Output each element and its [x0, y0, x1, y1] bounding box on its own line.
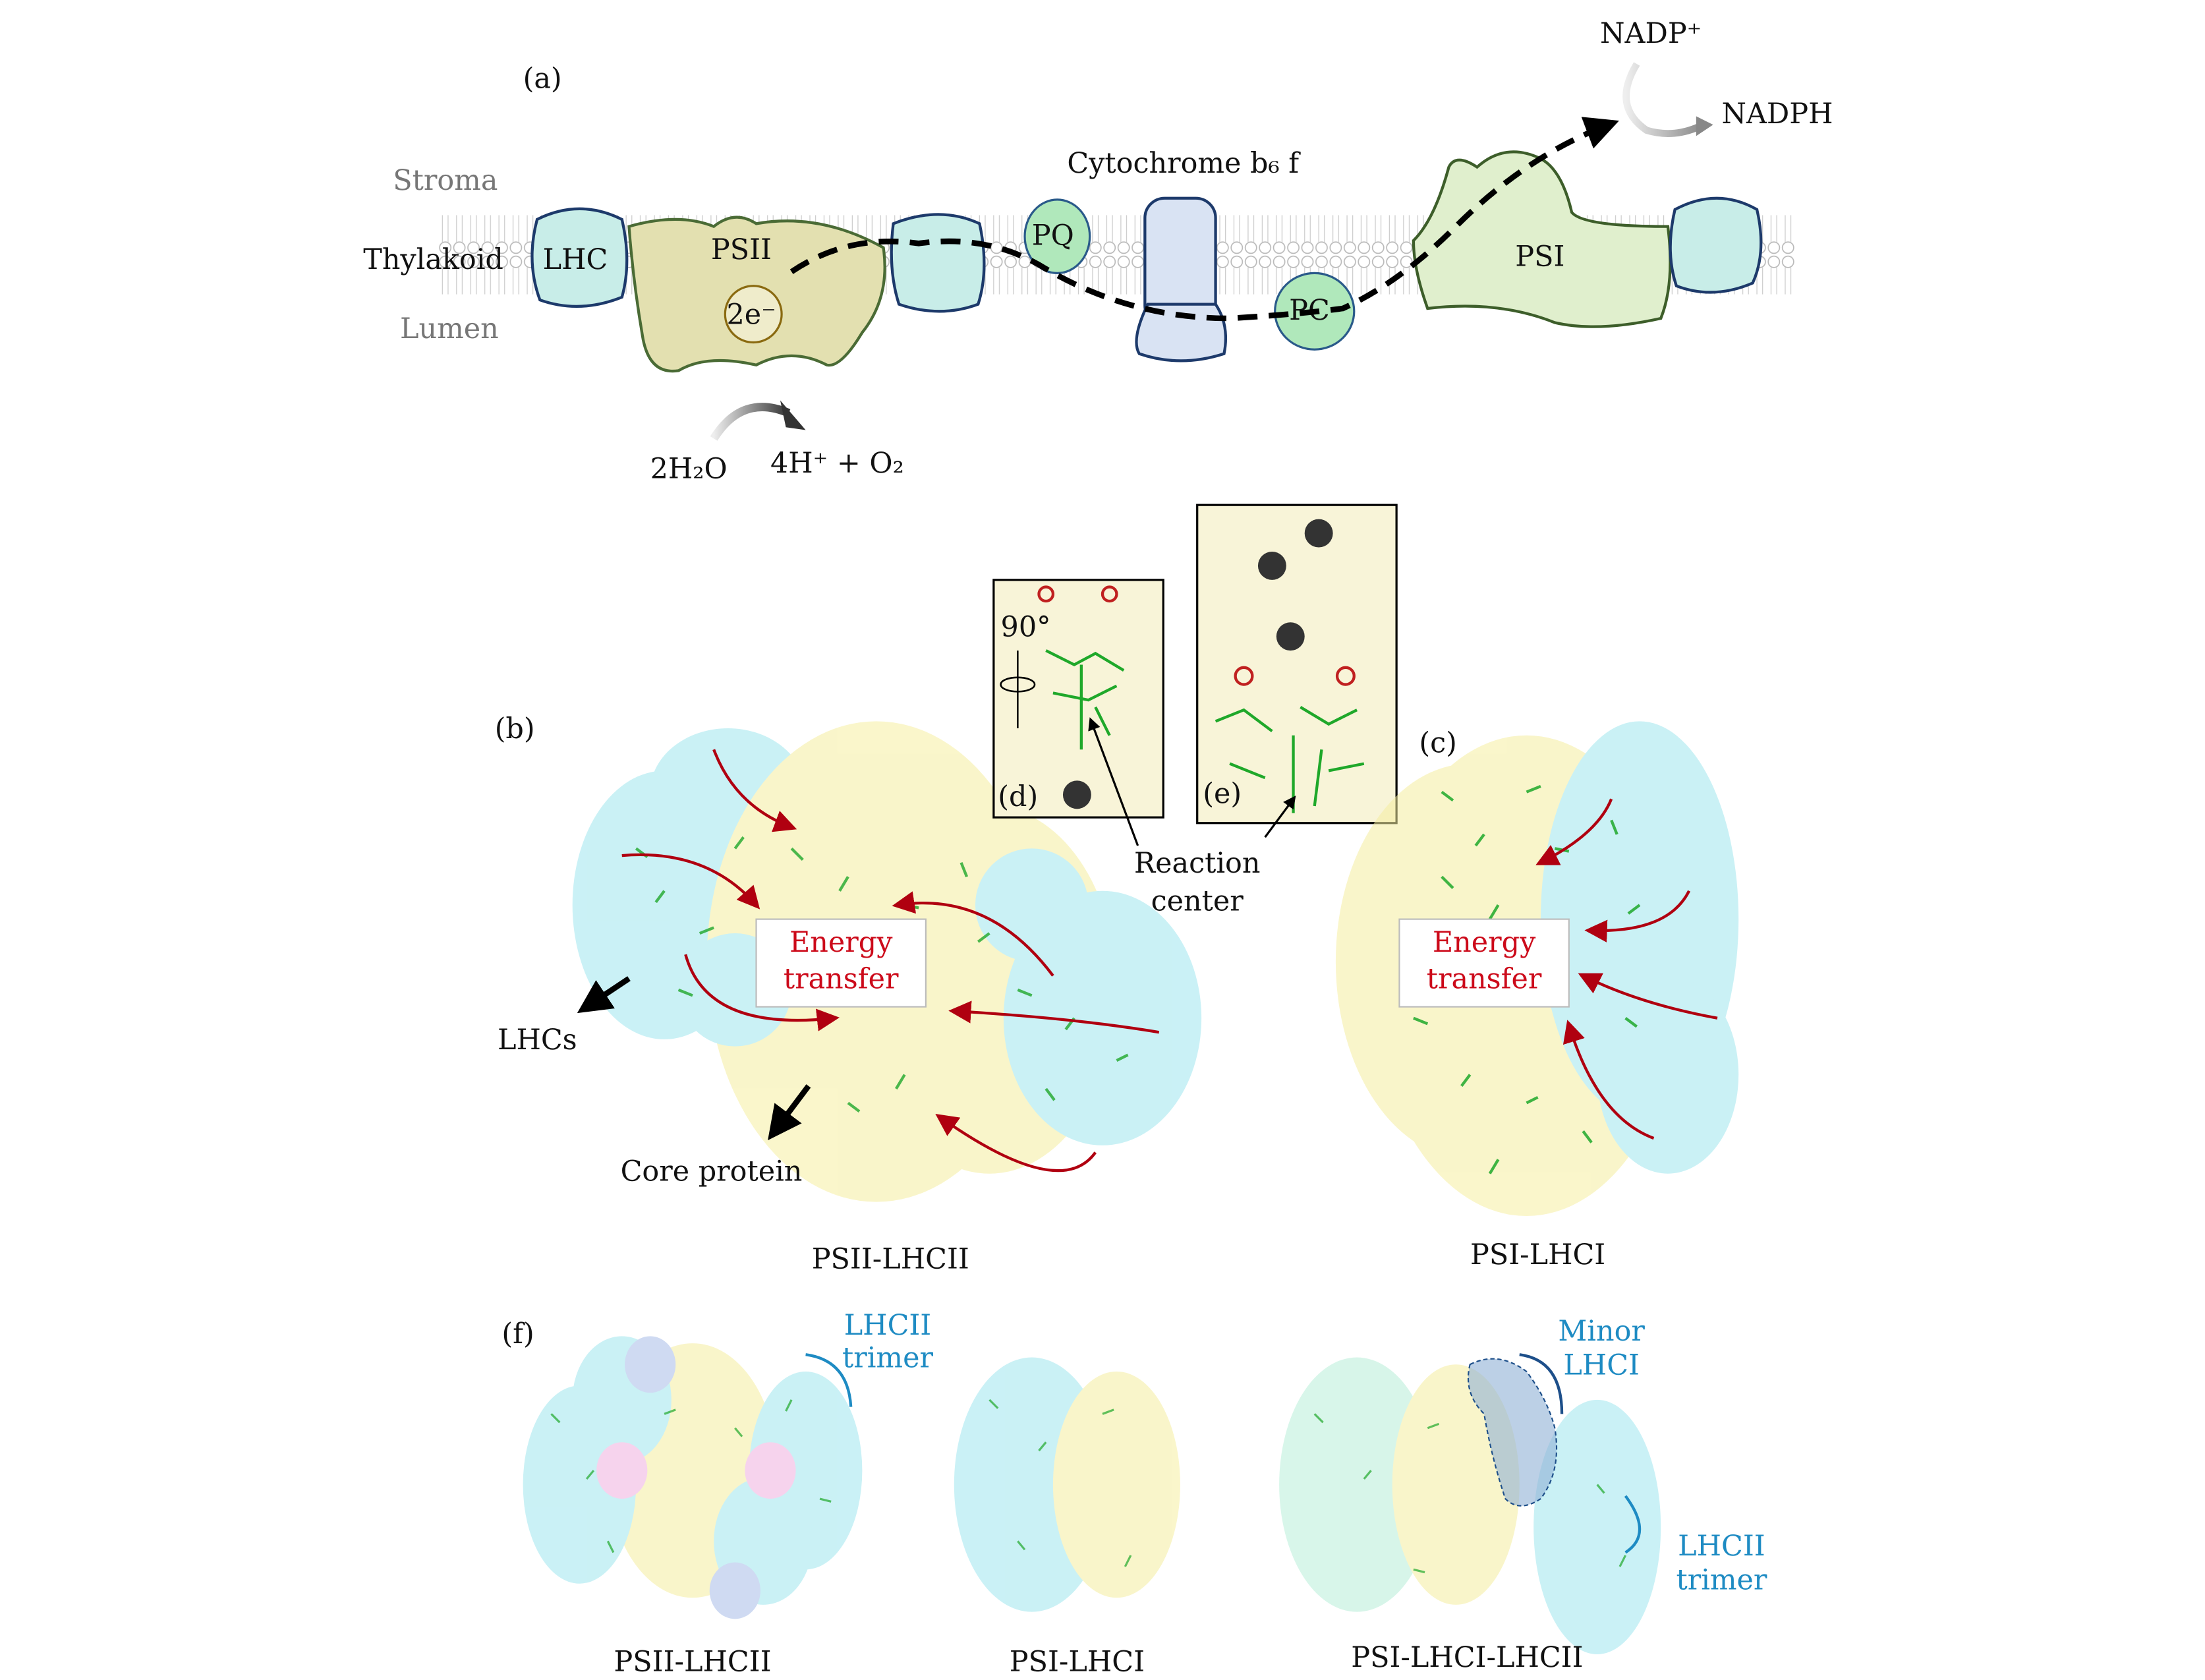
f-psii-lhcii-structure	[523, 1336, 863, 1619]
inset-e-pigments	[1215, 706, 1365, 813]
f-caption-psi-lhci-lhcii: PSI-LHCI-LHCII	[1351, 1641, 1583, 1674]
lhcii-trimer-2-line1: LHCII	[1678, 1530, 1765, 1563]
water-arrowhead	[780, 400, 806, 430]
nadph-label: NADPH	[1721, 98, 1833, 130]
inset-d-pigments	[1045, 649, 1125, 750]
inset-e-red-ring-2	[1335, 666, 1356, 686]
lhcii-trimer-1-line2: trimer	[842, 1342, 933, 1375]
electron-transport-path	[789, 117, 1619, 322]
lhcs-label: LHCs	[498, 1024, 577, 1057]
cytochrome-label: Cytochrome b₆ f	[1067, 147, 1301, 180]
reaction-center-pointer-d	[1088, 717, 1139, 846]
psii-label: PSII	[711, 233, 772, 266]
panel-a-label: (a)	[523, 62, 562, 95]
inset-e-frame	[1196, 504, 1398, 825]
lhcii-trimer-2-line2: trimer	[1676, 1563, 1767, 1596]
panel-c: (c) Energy transfer PSI-LHCI	[1335, 721, 1739, 1271]
panel-b: (b) Energy transfer LHCs Core protein	[495, 712, 1202, 1275]
psii-lhcii-caption: PSII-LHCII	[812, 1242, 969, 1275]
inset-d-quinone	[1062, 780, 1091, 809]
lhcii-trimer-bracket-2	[1624, 1495, 1642, 1554]
lumen-label: Lumen	[400, 312, 499, 345]
energy-transfer-arrows	[621, 749, 1160, 1173]
panel-a: (a) Stroma Thylakoid Lumen LHC PSII 2e⁻ …	[363, 17, 1833, 486]
inset-e-quinone-1	[1304, 519, 1333, 548]
lhc-complex-3	[1669, 196, 1763, 294]
reaction-center-pointer-e	[1264, 796, 1296, 838]
f-caption-psii-lhcii: PSII-LHCII	[614, 1646, 771, 1679]
pq-carrier	[1023, 198, 1091, 275]
core-pointer	[768, 1084, 811, 1141]
psi-label: PSI	[1515, 241, 1564, 274]
energy-transfer-box-c	[1398, 918, 1570, 1008]
panel-e: (e)	[1196, 504, 1398, 825]
inset-d-red-ring-1	[1037, 585, 1055, 603]
rotation-icon	[1000, 676, 1036, 693]
water-label: 2H₂O	[650, 452, 728, 485]
minor-lhci-highlight	[1468, 1358, 1558, 1507]
f-caption-psi-lhci: PSI-LHCI	[1010, 1646, 1145, 1679]
f-psi-lhci-lhcii-structure	[1279, 1357, 1661, 1654]
energy-text-b-2: transfer	[784, 963, 899, 996]
minor-lhci-line1: Minor	[1558, 1315, 1645, 1348]
lhcs-pointer	[577, 976, 631, 1014]
pq-label: PQ	[1032, 219, 1074, 252]
minor-lhci-line2: LHCI	[1563, 1348, 1640, 1381]
panel-e-label: (e)	[1203, 778, 1242, 811]
energy-text-c-2: transfer	[1427, 963, 1542, 996]
inset-d-red-ring-2	[1101, 585, 1118, 603]
energy-transfer-box-b	[755, 918, 927, 1008]
panel-d: 90° (d)	[992, 579, 1164, 819]
minor-lhci-bracket	[1519, 1353, 1564, 1414]
inset-e-red-ring-1	[1234, 666, 1254, 686]
lhc-complex-2	[890, 213, 986, 313]
psi-chlorophyll-pigments	[1413, 785, 1641, 1174]
f-psi-lhci-structure	[954, 1357, 1180, 1612]
products-label: 4H⁺ + O₂	[770, 447, 904, 480]
f-pigments	[550, 1399, 1627, 1574]
nadp-arrowhead	[1696, 116, 1713, 136]
lhcii-trimer-bracket-1	[805, 1353, 853, 1407]
inset-e-quinone-3	[1276, 622, 1305, 651]
inset-e-quinone-2	[1257, 551, 1286, 580]
reaction-center-line2: center	[1151, 885, 1244, 918]
reaction-center-line1: Reaction	[1134, 847, 1261, 880]
core-protein-label: Core protein	[621, 1155, 803, 1188]
lhc-label: LHC	[543, 243, 608, 276]
energy-text-b-1: Energy	[789, 926, 893, 959]
rotation-label: 90°	[1001, 611, 1051, 644]
nadp-arrow	[1622, 62, 1705, 137]
cytochrome-lower	[1135, 303, 1227, 362]
panel-b-label: (b)	[495, 712, 535, 745]
water-arrow	[710, 403, 791, 441]
panel-f: (f) LHCII trimer Minor L	[501, 1309, 1767, 1678]
panel-f-label: (f)	[501, 1318, 534, 1350]
energy-text-c-1: Energy	[1433, 926, 1536, 959]
psi-lhci-caption: PSI-LHCI	[1470, 1238, 1605, 1271]
electron-circle	[724, 285, 783, 344]
lhc-complex	[530, 207, 629, 308]
psi-energy-transfer-arrows	[1535, 798, 1718, 1140]
panel-c-label: (c)	[1419, 727, 1456, 760]
panel-d-label: (d)	[998, 780, 1038, 813]
psi-complex	[1412, 150, 1672, 328]
thylakoid-label: Thylakoid	[363, 243, 503, 276]
electrons-label: 2e⁻	[726, 299, 776, 332]
lhcii-trimer-1-line1: LHCII	[844, 1309, 932, 1342]
stroma-label: Stroma	[393, 164, 498, 197]
nadp-label: NADP⁺	[1600, 17, 1702, 50]
